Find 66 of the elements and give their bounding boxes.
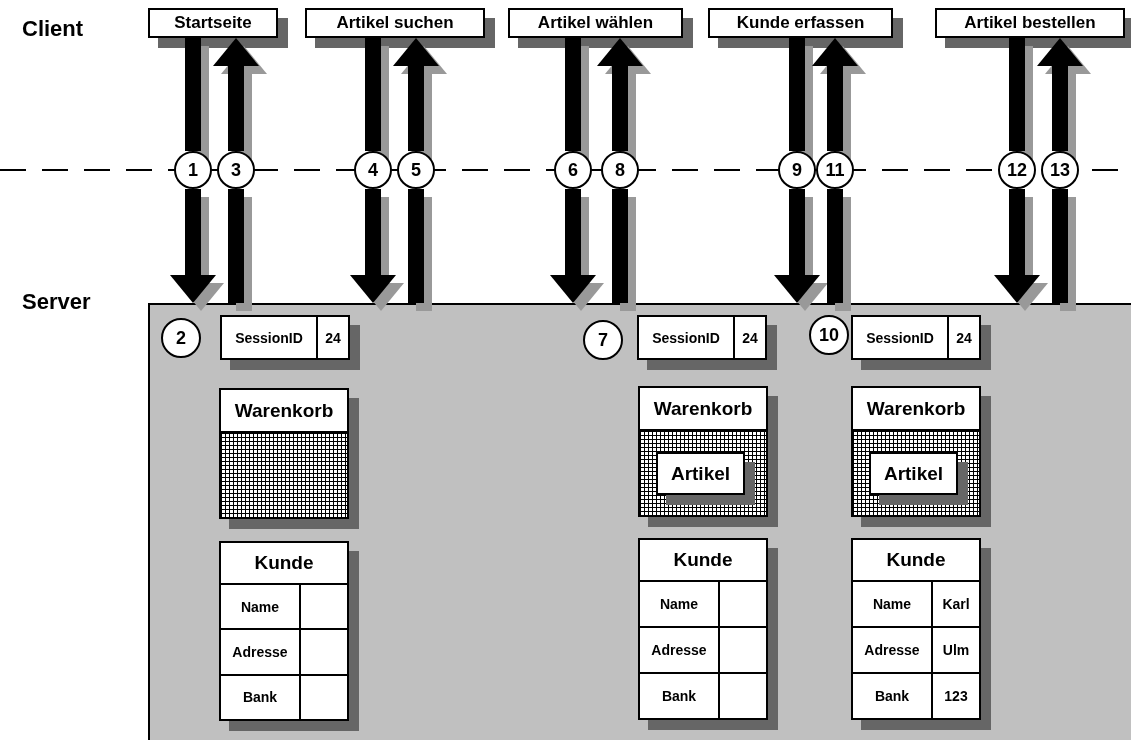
- step-number-circle: [583, 320, 623, 360]
- step-number: 13: [1050, 159, 1070, 181]
- step-number-circle: [778, 151, 816, 189]
- thick-arrow: [597, 38, 643, 151]
- step-number: 3: [231, 159, 241, 181]
- step-number-circle: [601, 151, 639, 189]
- page-title: Artikel wählen: [537, 13, 654, 33]
- thick-arrow: [170, 189, 216, 303]
- step-number-circle: [217, 151, 255, 189]
- thick-arrow: [994, 189, 1040, 303]
- step-number: 2: [176, 327, 186, 349]
- thick-arrow: [393, 38, 439, 151]
- thick-arrow: [812, 38, 858, 151]
- item-title: Artikel: [670, 462, 731, 485]
- session-value: 24: [733, 317, 765, 358]
- table-cell-text: Bank: [873, 687, 911, 706]
- step-number: 1: [188, 159, 198, 181]
- table-cell: 123: [931, 674, 979, 718]
- step-number-circle: [809, 315, 849, 355]
- thick-arrow: [774, 189, 820, 303]
- step-number: 11: [825, 159, 845, 181]
- table-cell-text: Bank: [660, 687, 698, 706]
- session-value: 24: [316, 317, 348, 358]
- table-cell-text: Name: [871, 595, 913, 614]
- session-key: SessionID: [639, 317, 733, 358]
- step-number-circle: [1041, 151, 1079, 189]
- session-value: 24: [947, 317, 979, 358]
- table-cell-text: Name: [658, 595, 700, 614]
- table-cell-text: Adresse: [863, 641, 921, 660]
- step-number-circle: [161, 318, 201, 358]
- step-number: 6: [568, 159, 578, 181]
- step-number-circle: [174, 151, 212, 189]
- table-cell-text: Bank: [241, 688, 279, 708]
- server-heading: Server: [22, 289, 91, 315]
- thick-arrow: [213, 38, 259, 151]
- session-key: SessionID: [222, 317, 316, 358]
- table-cell-text: Adresse: [231, 643, 289, 662]
- table-header: Kunde: [221, 543, 347, 585]
- table-header: Kunde: [640, 540, 766, 582]
- page-title: Artikel suchen: [336, 13, 454, 33]
- step-number: 9: [792, 159, 802, 181]
- step-number: 10: [819, 324, 839, 346]
- page-title: Artikel bestellen: [964, 13, 1096, 33]
- step-number: 7: [598, 329, 608, 351]
- thick-arrow: [550, 189, 596, 303]
- step-number: 4: [368, 159, 378, 181]
- table-cell-text: Adresse: [650, 641, 708, 660]
- table-cell-text: Name: [239, 597, 281, 617]
- table-cell: Ulm: [931, 628, 979, 672]
- thick-arrow: [350, 189, 396, 303]
- step-number-circle: [816, 151, 854, 189]
- step-number-circle: [998, 151, 1036, 189]
- thick-arrow: [1037, 38, 1083, 151]
- step-number-circle: [397, 151, 435, 189]
- client-heading: Client: [22, 16, 84, 42]
- table-cell: Karl: [931, 582, 979, 626]
- step-number-circle: [554, 151, 592, 189]
- table-header: Kunde: [853, 540, 979, 582]
- step-number: 5: [411, 159, 421, 181]
- item-title: Artikel: [883, 462, 944, 485]
- step-number: 8: [615, 159, 625, 181]
- page-title: Startseite: [174, 13, 252, 33]
- page-title: Kunde erfassen: [736, 13, 865, 33]
- step-number: 12: [1007, 159, 1027, 181]
- session-key: SessionID: [853, 317, 947, 358]
- step-number-circle: [354, 151, 392, 189]
